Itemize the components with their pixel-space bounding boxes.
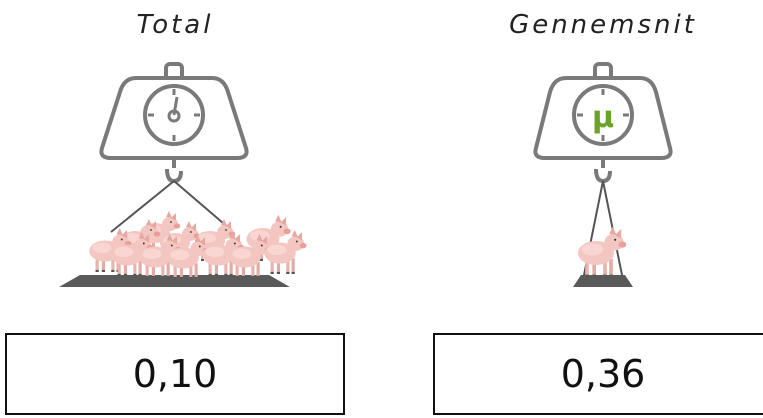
panel-title-total: Total xyxy=(136,10,214,40)
panel-total: Total xyxy=(5,0,345,418)
mu-symbol-icon: μ xyxy=(572,84,634,146)
hanging-scale-total xyxy=(59,62,307,287)
hanging-ropes xyxy=(582,180,624,281)
weighing-platform xyxy=(59,275,290,287)
average-value-box: 0,36 xyxy=(433,333,763,415)
total-value-box: 0,10 xyxy=(5,333,345,415)
scale-hook xyxy=(594,158,612,184)
clock-face-icon xyxy=(143,84,205,146)
scale-hook xyxy=(165,158,183,184)
panel-average: Gennemsnit μ 0,36 xyxy=(433,0,763,418)
panel-title-average: Gennemsnit xyxy=(509,10,697,40)
pig-image xyxy=(578,226,627,277)
weighing-platform xyxy=(573,275,633,287)
hanging-scale-average: μ xyxy=(533,62,673,287)
hanging-ropes xyxy=(110,180,231,233)
pig-group-image xyxy=(89,211,307,279)
mu-symbol: μ xyxy=(592,100,614,135)
